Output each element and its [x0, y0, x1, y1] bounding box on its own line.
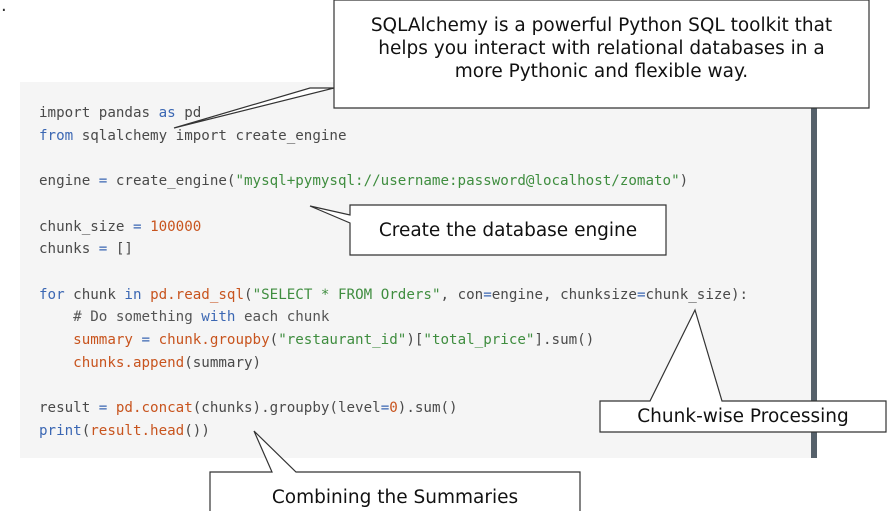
code-token: (	[81, 422, 91, 439]
code-line: chunks.append(summary)	[39, 354, 261, 372]
callout-engine-text: Create the database engine	[378, 220, 638, 241]
code-token: sqlalchemy	[73, 127, 176, 144]
code-token: =	[636, 286, 646, 303]
code-token: pd.read_sql	[150, 286, 245, 303]
code-token: engine	[39, 173, 99, 190]
code-line: chunk_size = 100000	[39, 218, 201, 236]
code-line: result = pd.concat(chunks).groupby(level…	[39, 399, 458, 417]
callout-combine-shape	[209, 430, 581, 511]
code-line: print(result.head())	[39, 422, 210, 440]
callout-chunk-text: Chunk-wise Processing	[637, 406, 849, 427]
code-token: (	[269, 332, 279, 348]
code-token: in	[124, 286, 142, 303]
code-token: =	[98, 400, 108, 417]
code-token: # Do something	[39, 309, 202, 326]
code-token: import pandas	[39, 105, 159, 121]
code-token: )	[679, 173, 689, 190]
code-line: summary = chunk.groupby("restaurant_id")…	[39, 331, 594, 349]
code-token: pd	[175, 105, 202, 121]
callout-combine-text: Combining the Summaries	[271, 487, 519, 508]
code-token: (	[244, 286, 253, 303]
code-token: )[	[406, 332, 424, 348]
code-token: ).sum()	[397, 400, 458, 417]
code-token: =	[380, 400, 390, 417]
code-token: result	[39, 400, 99, 417]
code-token: chunks.append	[39, 354, 185, 371]
code-token: create_engine	[226, 127, 347, 144]
code-line: for chunk in pd.read_sql("SELECT * FROM …	[39, 286, 748, 304]
code-token: "total_price"	[423, 332, 535, 348]
code-token: =	[141, 332, 151, 348]
code-token: 0	[389, 400, 398, 417]
code-token: pd.concat	[115, 400, 193, 417]
code-token: []	[107, 241, 133, 258]
code-token: chunk_size	[39, 218, 133, 235]
code-block-scrollbar	[811, 82, 817, 458]
code-token: (summary)	[184, 354, 262, 371]
code-token: chunks	[39, 241, 99, 258]
code-token: =	[483, 286, 492, 303]
code-token: chunk_size):	[645, 286, 749, 303]
code-token: "restaurant_id"	[278, 332, 407, 348]
code-token: result.head	[90, 422, 185, 439]
code-token: chunk	[64, 286, 125, 303]
code-token: import	[175, 127, 227, 144]
code-line: from sqlalchemy import create_engine	[39, 127, 347, 145]
code-line: chunks = []	[39, 240, 133, 258]
code-token: each chunk	[235, 309, 330, 326]
code-token: ].sum()	[534, 332, 595, 348]
code-token: (chunks).groupby(level	[192, 400, 381, 417]
code-token: "mysql+pymysql://username:password@local…	[235, 173, 680, 190]
corner-mark: .	[1, 0, 7, 16]
callout-engine-shape	[309, 204, 667, 256]
code-token: print	[39, 422, 82, 439]
code-line: engine = create_engine("mysql+pymysql://…	[39, 172, 688, 190]
code-token: ())	[184, 422, 210, 439]
code-token: =	[98, 173, 108, 190]
code-token: with	[201, 309, 236, 326]
code-token: =	[132, 218, 142, 235]
code-token: 100000	[150, 218, 202, 235]
callout-sqlalchemy-text: SQLAlchemy is a powerful Python SQL tool…	[370, 15, 833, 83]
code-token: create_engine(	[107, 173, 236, 190]
code-token: from	[39, 127, 74, 144]
code-token: , con	[440, 286, 484, 303]
code-token: =	[98, 241, 108, 258]
callout-sqlalchemy-shape	[173, 0, 870, 129]
code-line: import pandas as pd	[39, 104, 201, 122]
code-token: for	[39, 286, 65, 303]
code-token: "SELECT * FROM Orders"	[252, 286, 441, 303]
code-token: summary	[39, 332, 142, 348]
code-token: as	[158, 105, 176, 121]
code-line: # Do something with each chunk	[39, 308, 329, 326]
code-token: engine, chunksize	[491, 286, 637, 303]
code-token: chunk.groupby	[158, 332, 270, 348]
callout-chunk-shape	[599, 308, 887, 433]
